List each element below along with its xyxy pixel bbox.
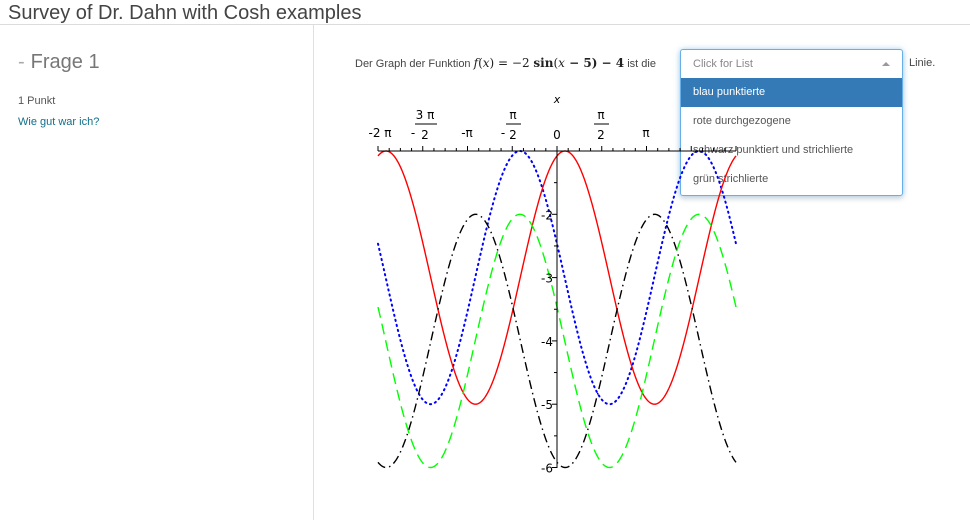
math-rest: − 5) − 4 bbox=[564, 56, 625, 70]
x-tick-label: π bbox=[509, 108, 516, 122]
x-tick-label: π bbox=[597, 108, 604, 122]
dropdown-option-blue-dotted[interactable]: blau punktierte bbox=[681, 78, 902, 107]
column-divider bbox=[313, 25, 314, 520]
prompt-text-after: ist die bbox=[624, 58, 656, 70]
math-x: x bbox=[558, 56, 565, 70]
math-mid: = −2 bbox=[494, 56, 534, 70]
math-paren: ( bbox=[553, 56, 559, 70]
dropdown-placeholder: Click for List bbox=[693, 58, 753, 70]
dropdown-option-red-solid[interactable]: rote durchgezogene bbox=[693, 115, 791, 127]
x-axis: x -2 π - 3 π 2 -π - π 2 0 π 2 π bbox=[368, 93, 737, 152]
answer-dropdown[interactable]: Click for List blau punktierte rote durc… bbox=[680, 49, 903, 196]
x-tick-label: - bbox=[501, 126, 505, 140]
question-heading: -Frage 1 bbox=[18, 50, 100, 74]
question-title: Frage 1 bbox=[30, 51, 100, 73]
page-title: Survey of Dr. Dahn with Cosh examples bbox=[8, 2, 362, 24]
points-label: 1 Punkt bbox=[18, 95, 56, 107]
question-prompt: Der Graph der Funktion f(x) = −2 sin(x −… bbox=[355, 56, 656, 70]
math-sin: sin bbox=[533, 56, 554, 70]
function-graph: x -2 π - 3 π 2 -π - π 2 0 π 2 π -2-3-4-5… bbox=[368, 93, 737, 476]
y-tick-label: -3 bbox=[541, 272, 553, 286]
y-tick-label: -5 bbox=[541, 398, 553, 412]
y-axis: -2 -3 -4 -5 -6 bbox=[541, 151, 558, 476]
y-tick-label: -6 bbox=[541, 462, 553, 476]
dropdown-option-black-dashdot[interactable]: schwarz punktiert und strichlierte bbox=[693, 144, 854, 156]
x-tick-label: 2 bbox=[421, 128, 429, 142]
prompt-text-before: Der Graph der Funktion bbox=[355, 58, 474, 70]
x-tick-label: -π bbox=[461, 126, 473, 140]
math-f: f bbox=[473, 56, 479, 70]
caret-up-icon[interactable] bbox=[882, 62, 890, 66]
x-tick-label: - bbox=[411, 126, 415, 140]
x-tick-label: 3 π bbox=[416, 108, 435, 122]
y-tick-label: -2 bbox=[541, 208, 553, 222]
x-tick-label: 2 bbox=[597, 128, 605, 142]
y-tick-label: -4 bbox=[541, 335, 553, 349]
function-formula: f(x) = −2 sin(x − 5) − 4 bbox=[473, 56, 625, 70]
x-tick-label: 0 bbox=[553, 128, 561, 142]
collapse-dash-icon[interactable]: - bbox=[18, 51, 25, 73]
math-x: x bbox=[482, 56, 490, 70]
title-divider bbox=[0, 24, 970, 25]
dropdown-option-green-dashed[interactable]: grün strichlierte bbox=[693, 173, 769, 185]
dropdown-toggle[interactable]: Click for List bbox=[681, 50, 902, 78]
x-tick-label: 2 bbox=[509, 128, 517, 142]
x-tick-label: π bbox=[642, 126, 649, 140]
feedback-link[interactable]: Wie gut war ich? bbox=[18, 116, 100, 128]
prompt-suffix: Linie. bbox=[909, 57, 936, 69]
x-tick-label: -2 π bbox=[368, 126, 391, 140]
x-axis-label: x bbox=[553, 93, 561, 106]
